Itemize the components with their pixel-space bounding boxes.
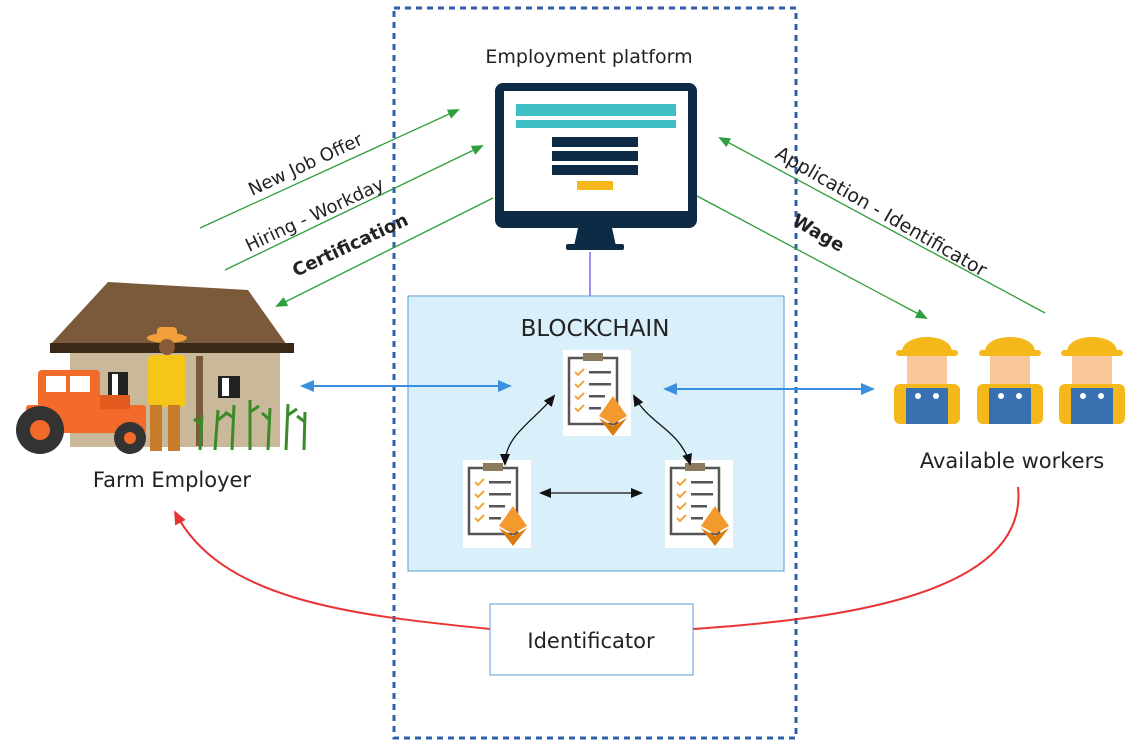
crops-icon xyxy=(193,400,307,451)
blockchain-title: BLOCKCHAIN xyxy=(521,316,670,342)
identificator-box xyxy=(489,603,694,676)
available-workers-label: Available workers xyxy=(920,449,1104,473)
worker-icon xyxy=(1059,337,1125,424)
ledger-icon xyxy=(463,460,531,548)
identificator-to-employer-arrow xyxy=(174,510,491,630)
farmer-icon xyxy=(147,327,187,451)
new-job-offer-arrow xyxy=(199,109,460,229)
platform-title: Employment platform xyxy=(485,46,692,68)
certification-arrow xyxy=(275,197,494,307)
ledger-icon xyxy=(563,350,631,436)
worker-icon xyxy=(894,337,960,424)
monitor-icon xyxy=(495,83,697,250)
wage-arrow xyxy=(696,195,928,319)
platform-boundary xyxy=(392,6,798,740)
farm-employer-label: Farm Employer xyxy=(93,468,252,492)
hiring-workday-arrow xyxy=(224,145,484,271)
application-identificator-label: Application - Identificator xyxy=(772,142,991,281)
worker-icon xyxy=(977,337,1043,424)
application-identificator-arrow xyxy=(718,137,1046,314)
workers-to-identificator-arrow xyxy=(692,486,1020,630)
ledger-link-arrow xyxy=(500,394,556,466)
tractor-icon xyxy=(16,370,146,454)
ledger-link-arrow xyxy=(633,394,692,466)
ledger-icon xyxy=(665,460,733,548)
identificator-label: Identificator xyxy=(527,629,655,653)
